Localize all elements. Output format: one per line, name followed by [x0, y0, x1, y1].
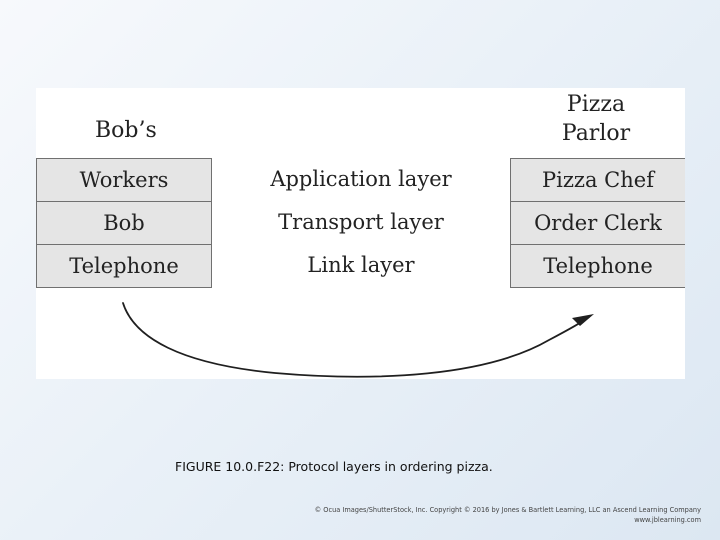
pizza-parlor-protocol-stack: Pizza Chef Order Clerk Telephone	[510, 158, 685, 288]
curved-arrow-path	[122, 302, 590, 378]
website-line: www.jblearning.com	[634, 516, 701, 524]
bobs-heading: Bob’s	[95, 118, 157, 143]
link-layer-label: Link layer	[307, 253, 415, 277]
figure-caption: FIGURE 10.0.F22: Protocol layers in orde…	[175, 459, 565, 475]
bobs-workers-cell: Workers	[37, 159, 211, 202]
pizza-telephone-cell: Telephone	[543, 254, 653, 278]
pizza-chef-cell: Pizza Chef	[511, 159, 685, 202]
copyright-credit: © Ocua Images/ShutterStock, Inc. Copyrig…	[231, 505, 701, 525]
bobs-bob-cell: Bob	[37, 202, 211, 245]
transport-layer-label: Transport layer	[278, 210, 444, 234]
copyright-line: © Ocua Images/ShutterStock, Inc. Copyrig…	[314, 506, 701, 514]
pizza-heading-line: Pizza	[566, 92, 626, 117]
parlor-heading-line: Parlor	[561, 121, 631, 146]
figure-caption-label: FIGURE 10.0.F22:	[175, 459, 285, 474]
application-layer-label: Application layer	[270, 167, 452, 191]
order-clerk-cell: Order Clerk	[511, 202, 685, 245]
bobs-protocol-stack: Workers Bob Telephone	[36, 158, 212, 288]
protocol-layer-labels: Application layer Transport layer Link l…	[258, 158, 464, 287]
arrowhead-icon	[572, 314, 594, 326]
figure-caption-text: Protocol layers in ordering pizza.	[284, 459, 493, 474]
bobs-telephone-cell: Telephone	[69, 254, 179, 278]
pizza-parlor-heading: Pizza Parlor	[560, 90, 632, 148]
protocol-layers-diagram: Bob’s Pizza Parlor Workers Bob Telephone…	[36, 88, 685, 379]
